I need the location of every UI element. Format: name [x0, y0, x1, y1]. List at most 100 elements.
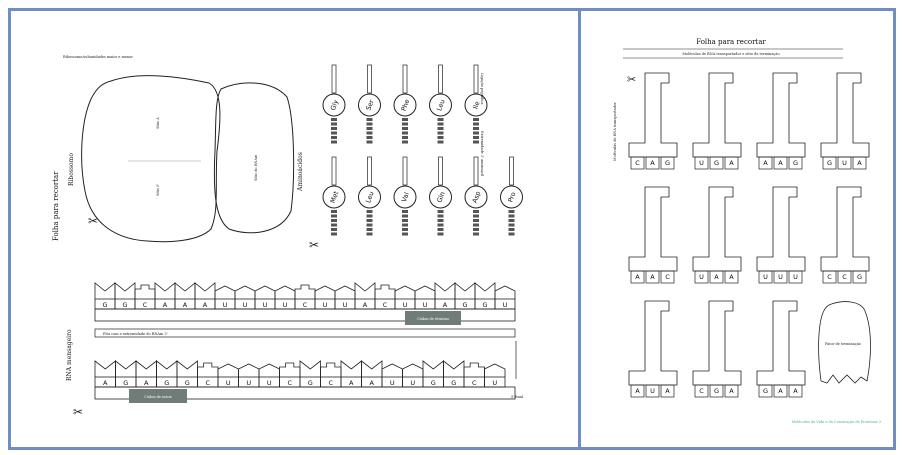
mrna-strip-2-end: 5' final	[511, 395, 524, 399]
trna-base-label: G	[714, 387, 719, 395]
aminoacid-val: Val	[394, 157, 416, 236]
trna-molecule: UAA	[693, 187, 741, 283]
section-mrna-label: RNA mensageiro	[66, 329, 73, 381]
mrna-nucleotide: G	[444, 361, 465, 387]
mrna-base-label: U	[246, 379, 251, 387]
mrna-base-label: G	[122, 301, 127, 309]
mrna-base-label: C	[328, 379, 333, 387]
mrna-nucleotide: G	[95, 283, 115, 309]
trna-base-label: A	[778, 159, 783, 167]
mrna-base-label: G	[431, 379, 436, 387]
mrna-base-label: C	[383, 301, 388, 309]
mrna-nucleotide: U	[403, 364, 424, 387]
ribosome-site-a: Sítio A	[156, 117, 160, 129]
scissors-icon: ✂	[73, 405, 83, 419]
mrna-base-label: A	[349, 379, 354, 387]
trna-base-label: A	[729, 273, 734, 281]
mrna-nucleotide: U	[335, 286, 355, 309]
mrna-base-label: U	[492, 379, 497, 387]
mrna-strip-1-note: Fita com a extremidade do RNAm 3'	[103, 332, 168, 336]
section-amino-label: Aminoácidos	[297, 152, 304, 192]
trna-base-label: U	[778, 273, 783, 281]
aminoacid-gln: Gln	[430, 157, 452, 236]
mrna-base-label: G	[451, 379, 456, 387]
mrna-base-label: G	[102, 301, 107, 309]
aminoacid-phe: Phe	[394, 65, 416, 144]
mrna-nucleotide: A	[341, 361, 362, 387]
mrna-base-label: G	[123, 379, 128, 387]
mrna-nucleotide: A	[362, 361, 383, 387]
scissors-icon: ✂	[627, 73, 636, 86]
mrna-base-label: U	[243, 301, 248, 309]
mrna-nucleotide: U	[239, 364, 260, 387]
aminoacid-met: Met	[323, 157, 345, 236]
mrna-nucleotide: U	[382, 364, 403, 387]
trna-base-label: G	[763, 387, 768, 395]
mrna-base-label: U	[343, 301, 348, 309]
trna-base-label: C	[827, 273, 832, 281]
stop-codon-label: Códon de término	[417, 316, 449, 321]
right-page: Folha para recortar Moléculas de RNA tra…	[581, 11, 893, 447]
mrna-base-label: G	[185, 379, 190, 387]
trna-base-label: C	[635, 159, 640, 167]
aminoacid-ser: Ser	[359, 65, 381, 144]
trna-base-label: U	[763, 273, 768, 281]
mrna-nucleotide: U	[485, 364, 506, 387]
section-ribosome-label: Ribossomo	[68, 153, 75, 186]
trna-molecule: CAG	[629, 73, 677, 169]
trna-base-label: G	[857, 273, 862, 281]
mrna-base-label: U	[323, 301, 328, 309]
trna-side-label: Moléculas de RNA transportador	[613, 102, 617, 161]
trna-base-label: C	[842, 273, 847, 281]
mrna-base-label: A	[144, 379, 149, 387]
mrna-base-label: A	[183, 301, 188, 309]
trna-base-label: A	[714, 273, 719, 281]
trna-base-label: G	[793, 159, 798, 167]
mrna-nucleotide: G	[475, 283, 495, 309]
mrna-base-label: A	[103, 379, 108, 387]
left-page: Ribossomo/subunidades maior e menor Folh…	[11, 11, 578, 447]
mrna-nucleotide: C	[198, 363, 219, 387]
scissors-icon: ✂	[309, 238, 319, 252]
left-page-drawing: Ribossomo/subunidades maior e menor Folh…	[11, 11, 578, 447]
release-factor-label: Fator de terminação	[825, 342, 861, 346]
mrna-base-label: U	[223, 301, 228, 309]
mrna-base-label: A	[163, 301, 168, 309]
mrna-nucleotide: A	[155, 283, 175, 309]
mrna-nucleotide: U	[235, 286, 255, 309]
trna-molecule: UGA	[693, 73, 741, 169]
mrna-nucleotide: G	[177, 361, 198, 387]
trna-base-label: U	[842, 159, 847, 167]
trna-base-label: U	[699, 159, 704, 167]
mrna-base-label: A	[363, 301, 368, 309]
trna-molecule: CGA	[693, 301, 741, 397]
mrna-nucleotide: C	[135, 285, 155, 309]
trna-base-label: U	[650, 387, 655, 395]
right-footer: Moléculas da Vida e da Construção de Pro…	[792, 420, 881, 424]
amino-label-bottom: Extremidade 3' aminoacil	[480, 131, 484, 177]
trna-base-label: A	[635, 387, 640, 395]
trna-base-label: U	[793, 273, 798, 281]
trna-base-label: A	[665, 387, 670, 395]
mrna-base-label: C	[472, 379, 477, 387]
scissors-icon: ✂	[88, 214, 98, 228]
trna-base-label: A	[763, 159, 768, 167]
mrna-nucleotide: U	[395, 286, 415, 309]
trna-base-label: A	[857, 159, 862, 167]
trna-base-label: A	[729, 387, 734, 395]
mrna-nucleotide: A	[355, 283, 375, 309]
mrna-nucleotide: G	[116, 361, 137, 387]
aminoacid-leu: Leu	[359, 157, 381, 236]
mrna-nucleotide: C	[280, 363, 301, 387]
aminoacid-pro: Pro	[501, 157, 523, 236]
mrna-nucleotide: U	[495, 286, 515, 309]
mrna-base-label: U	[403, 301, 408, 309]
mrna-nucleotide: A	[136, 361, 157, 387]
mrna-base-label: C	[287, 379, 292, 387]
ribosome-large-subunit	[82, 76, 220, 242]
mrna-nucleotide: A	[175, 283, 195, 309]
